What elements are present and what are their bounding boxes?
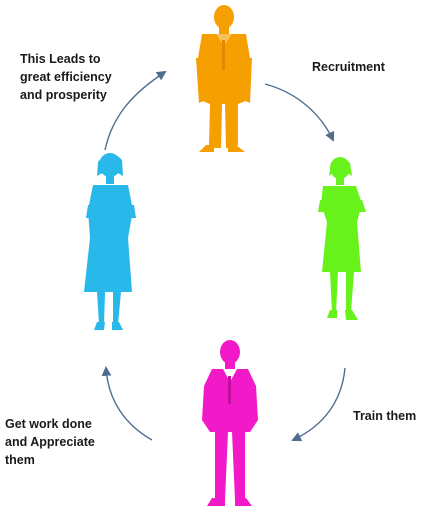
label-recruitment-line-1: Recruitment: [312, 60, 385, 74]
label-get-work-done-line-2: and Appreciate: [5, 435, 95, 449]
blue-businesswoman-icon: [84, 153, 136, 330]
label-leads-to-prosperity-line-1: This Leads to: [20, 52, 101, 66]
arrow-top-to-right: [264, 83, 335, 142]
green-businesswoman-icon: [318, 157, 366, 320]
label-leads-to-prosperity-line-2: great efficiency: [20, 70, 112, 84]
label-leads-to-prosperity-line-3: and prosperity: [20, 88, 107, 102]
arrow-left-to-top: [104, 70, 167, 151]
label-recruitment: Recruitment: [312, 58, 385, 76]
label-train-them: Train them: [353, 407, 416, 425]
label-get-work-done: Get work done and Appreciate them: [5, 415, 95, 469]
magenta-businessman-icon: [202, 340, 258, 506]
arrow-right-to-bottom: [291, 367, 346, 442]
arrow-bottom-to-left: [101, 366, 153, 441]
label-get-work-done-line-3: them: [5, 453, 35, 467]
label-leads-to-prosperity: This Leads to great efficiency and prosp…: [20, 50, 112, 104]
label-train-them-line-1: Train them: [353, 409, 417, 423]
orange-businessman-icon: [196, 5, 252, 152]
label-get-work-done-line-1: Get work done: [5, 417, 92, 431]
